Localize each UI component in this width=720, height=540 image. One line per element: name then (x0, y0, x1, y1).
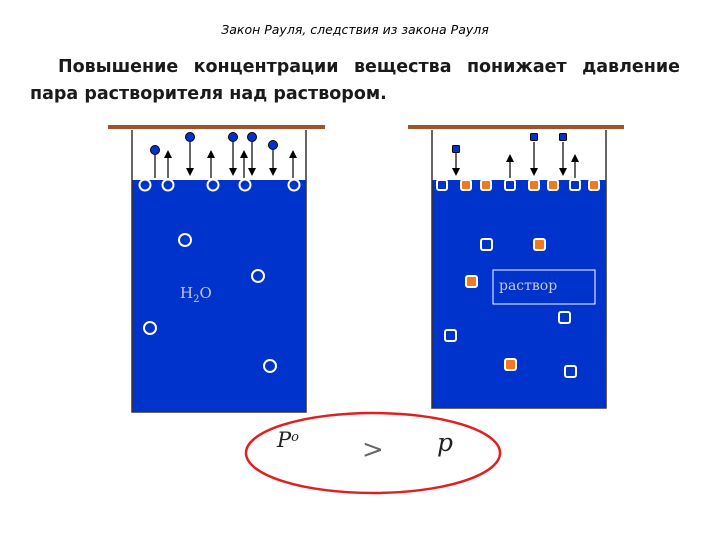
right-surface-solute (460, 179, 600, 191)
slide-header: Закон Рауля, следствия из закона Рауля (221, 22, 489, 37)
solution-label-box (492, 269, 596, 305)
left-vapor-molecules (150, 132, 278, 155)
pressure-solution: p (437, 428, 453, 457)
left-vessel-wall (131, 130, 307, 413)
comparison-ellipse (244, 411, 502, 495)
solution-label: раствор (499, 278, 557, 294)
left-vapor-arrows (154, 142, 297, 178)
right-bulk-solvent (444, 238, 577, 378)
right-vapor-arrows (452, 142, 579, 178)
left-vessel: H2O (108, 125, 325, 413)
water-label: H2O (180, 284, 212, 305)
right-surface-solvent (436, 179, 581, 191)
left-water (132, 180, 306, 412)
pressure-solvent: Po (276, 428, 299, 452)
greater-than-sign: > (362, 435, 384, 465)
pressure-comparison: Po > p (244, 411, 502, 495)
right-vessel-wall (431, 130, 607, 409)
left-bulk-molecules (143, 233, 277, 373)
right-bulk-solute (465, 238, 546, 371)
left-surface-molecules (138, 178, 301, 192)
statement-text: Повышение концентрации вещества понижает… (30, 57, 680, 104)
right-vapor-molecules (452, 133, 567, 153)
right-vessel: раствор (408, 125, 624, 409)
right-water (432, 180, 606, 408)
